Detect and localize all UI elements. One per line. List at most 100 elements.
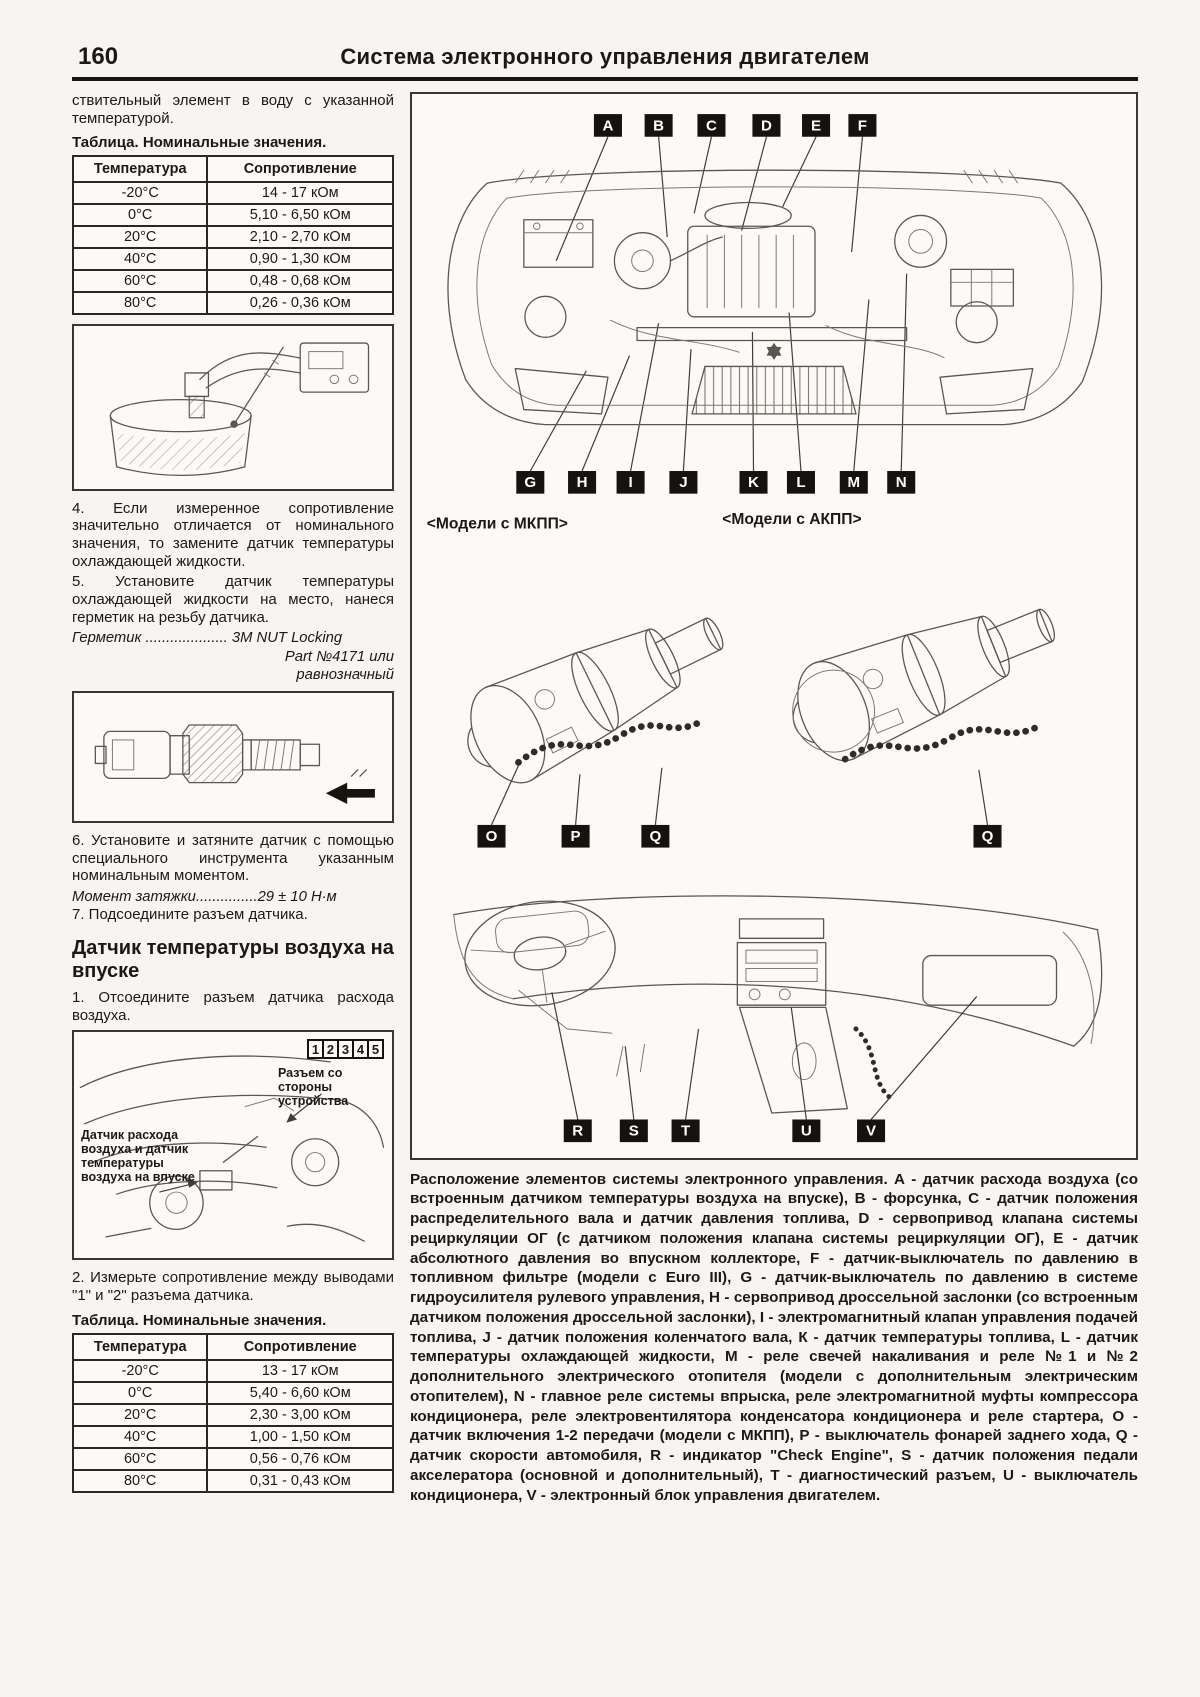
table-header-row: Температура Сопротивление — [71, 1332, 394, 1361]
dashboard-diagram: R S T U V — [453, 894, 1103, 1142]
cell-temp: 40°С — [71, 1424, 209, 1449]
callout-F: F — [848, 114, 877, 137]
svg-text:U: U — [801, 1122, 812, 1139]
svg-text:Q: Q — [650, 828, 662, 845]
pin-number: 5 — [367, 1039, 384, 1060]
cell-temp: 60°С — [71, 269, 209, 294]
content-columns: ствительный элемент в воду с указанной т… — [71, 92, 1138, 1505]
step-2: 2. Измерьте сопротивление между выводами… — [72, 1269, 394, 1305]
figure-sensor-in-water — [72, 324, 394, 491]
cell-resistance: 13 - 17 кОм — [206, 1358, 394, 1383]
manual-transmission-art — [447, 583, 743, 800]
connector-pin-numbers: 1 2 3 4 5 — [307, 1039, 384, 1060]
callout-I: I — [616, 471, 645, 494]
callout-O: O — [477, 824, 506, 848]
step-5: 5. Установите датчик температуры охлажда… — [72, 573, 394, 626]
cell-temp: 80°С — [71, 1468, 209, 1493]
callout-R: R — [563, 1119, 592, 1142]
intro-text: ствительный элемент в воду с указанной т… — [72, 92, 394, 127]
col-header-temperature: Температура — [71, 155, 209, 184]
sealant-spec-cont: Part №4171 или — [284, 648, 394, 665]
automatic-transmission-art — [775, 574, 1072, 776]
svg-text:S: S — [629, 1122, 639, 1139]
callout-C: C — [697, 114, 726, 137]
cell-temp: 0°С — [71, 203, 209, 228]
callout-B: B — [644, 114, 673, 137]
torque-spec: Момент затяжки...............29 ± 10 Н·м — [72, 888, 337, 905]
svg-text:D: D — [761, 117, 772, 134]
svg-text:O: O — [486, 828, 498, 845]
col-header-resistance: Сопротивление — [206, 1332, 394, 1361]
table1-title: Таблица. Номинальные значения. — [72, 134, 327, 152]
cell-resistance: 0,31 - 0,43 кОм — [206, 1468, 394, 1493]
callout-L: L — [786, 471, 815, 494]
callout-K: K — [739, 471, 768, 494]
connector-side-label: Разъем со стороны устройства — [278, 1066, 349, 1109]
figure-caption: Расположение элементов системы электронн… — [410, 1170, 1138, 1504]
svg-text:Q: Q — [982, 828, 994, 845]
callout-J: J — [669, 471, 698, 494]
svg-text:V: V — [866, 1122, 876, 1139]
cell-resistance: 2,10 - 2,70 кОм — [206, 225, 394, 250]
page-title: Система электронного управления двигател… — [340, 44, 870, 69]
callout-H: H — [568, 471, 597, 494]
callout-T: T — [671, 1119, 700, 1142]
svg-text:E: E — [811, 117, 821, 134]
step-7: 7. Подсоедините разъем датчика. — [72, 906, 308, 924]
sealant-spec: Герметик .................... 3M NUT Loc… — [72, 630, 343, 647]
cell-temp: 40°С — [71, 247, 209, 272]
cell-temp: 20°С — [71, 1402, 209, 1427]
svg-text:A: A — [602, 117, 613, 134]
svg-text:K: K — [748, 474, 759, 491]
left-column: ствительный элемент в воду с указанной т… — [71, 92, 394, 1502]
callout-M: M — [839, 471, 868, 494]
callout-S: S — [619, 1119, 648, 1142]
callout-D: D — [752, 114, 781, 137]
col-header-resistance: Сопротивление — [206, 155, 394, 184]
table2-title: Таблица. Номинальные значения. — [72, 1311, 327, 1329]
page-number: 160 — [78, 43, 119, 70]
cell-temp: -20°С — [71, 1358, 209, 1383]
callout-E: E — [802, 114, 831, 137]
cell-temp: 0°С — [71, 1380, 209, 1405]
callout-V: V — [857, 1119, 886, 1142]
svg-text:J: J — [679, 474, 687, 491]
cell-resistance: 0,90 - 1,30 кОм — [206, 247, 394, 272]
callout-P: P — [561, 824, 590, 848]
svg-text:P: P — [571, 828, 581, 845]
page-header: 160 Система электронного управления двиг… — [72, 43, 1138, 81]
step-1: 1. Отсоедините разъем датчика расхода во… — [72, 988, 394, 1024]
sealant-spec-cont: равнозначный — [296, 667, 394, 684]
at-models-label: <Модели с АКПП> — [722, 511, 861, 528]
col-header-temperature: Температура — [71, 1332, 209, 1361]
cell-resistance: 14 - 17 кОм — [206, 181, 394, 206]
sensor-in-water-illustration — [109, 342, 370, 477]
table-header-row: Температура Сопротивление — [71, 155, 394, 184]
step-6: 6. Установите и затяните датчик с помощь… — [72, 831, 394, 885]
cell-resistance: 5,40 - 6,60 кОм — [206, 1380, 394, 1405]
cell-resistance: 5,10 - 6,50 кОм — [206, 203, 394, 228]
svg-text:H: H — [577, 474, 588, 491]
cell-temp: -20°С — [71, 181, 209, 206]
svg-text:N: N — [896, 474, 907, 491]
callout-N: N — [887, 471, 916, 494]
brand-logo-icon — [766, 342, 782, 360]
svg-text:L: L — [796, 474, 805, 491]
cell-resistance: 1,00 - 1,50 кОм — [206, 1424, 394, 1449]
callout-G: G — [516, 471, 545, 494]
callout-U: U — [792, 1119, 821, 1142]
figure-coolant-sensor — [72, 690, 394, 823]
callout-A: A — [593, 114, 622, 137]
